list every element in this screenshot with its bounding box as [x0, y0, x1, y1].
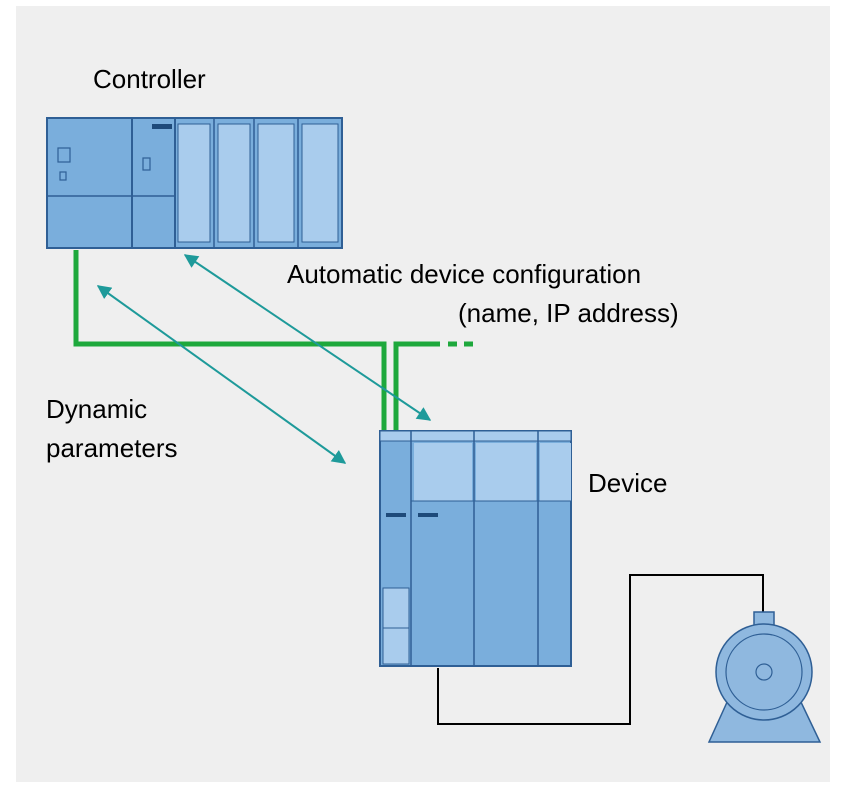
auto-config-arrow: [183, 254, 432, 421]
device-rack-icon: [379, 430, 572, 667]
device-label: Device: [588, 468, 668, 498]
motor-icon: [707, 611, 822, 743]
dynamic-parameters-label-line1: Dynamic: [46, 394, 148, 424]
controller-rack-icon: [46, 117, 343, 249]
auto-config-label: Automatic device configuration: [287, 259, 642, 289]
motor-wire: [437, 574, 764, 725]
controller-label: Controller: [93, 64, 206, 94]
auto-config-sublabel: (name, IP address): [458, 298, 679, 328]
dynamic-parameters-label-line2: parameters: [46, 433, 178, 463]
